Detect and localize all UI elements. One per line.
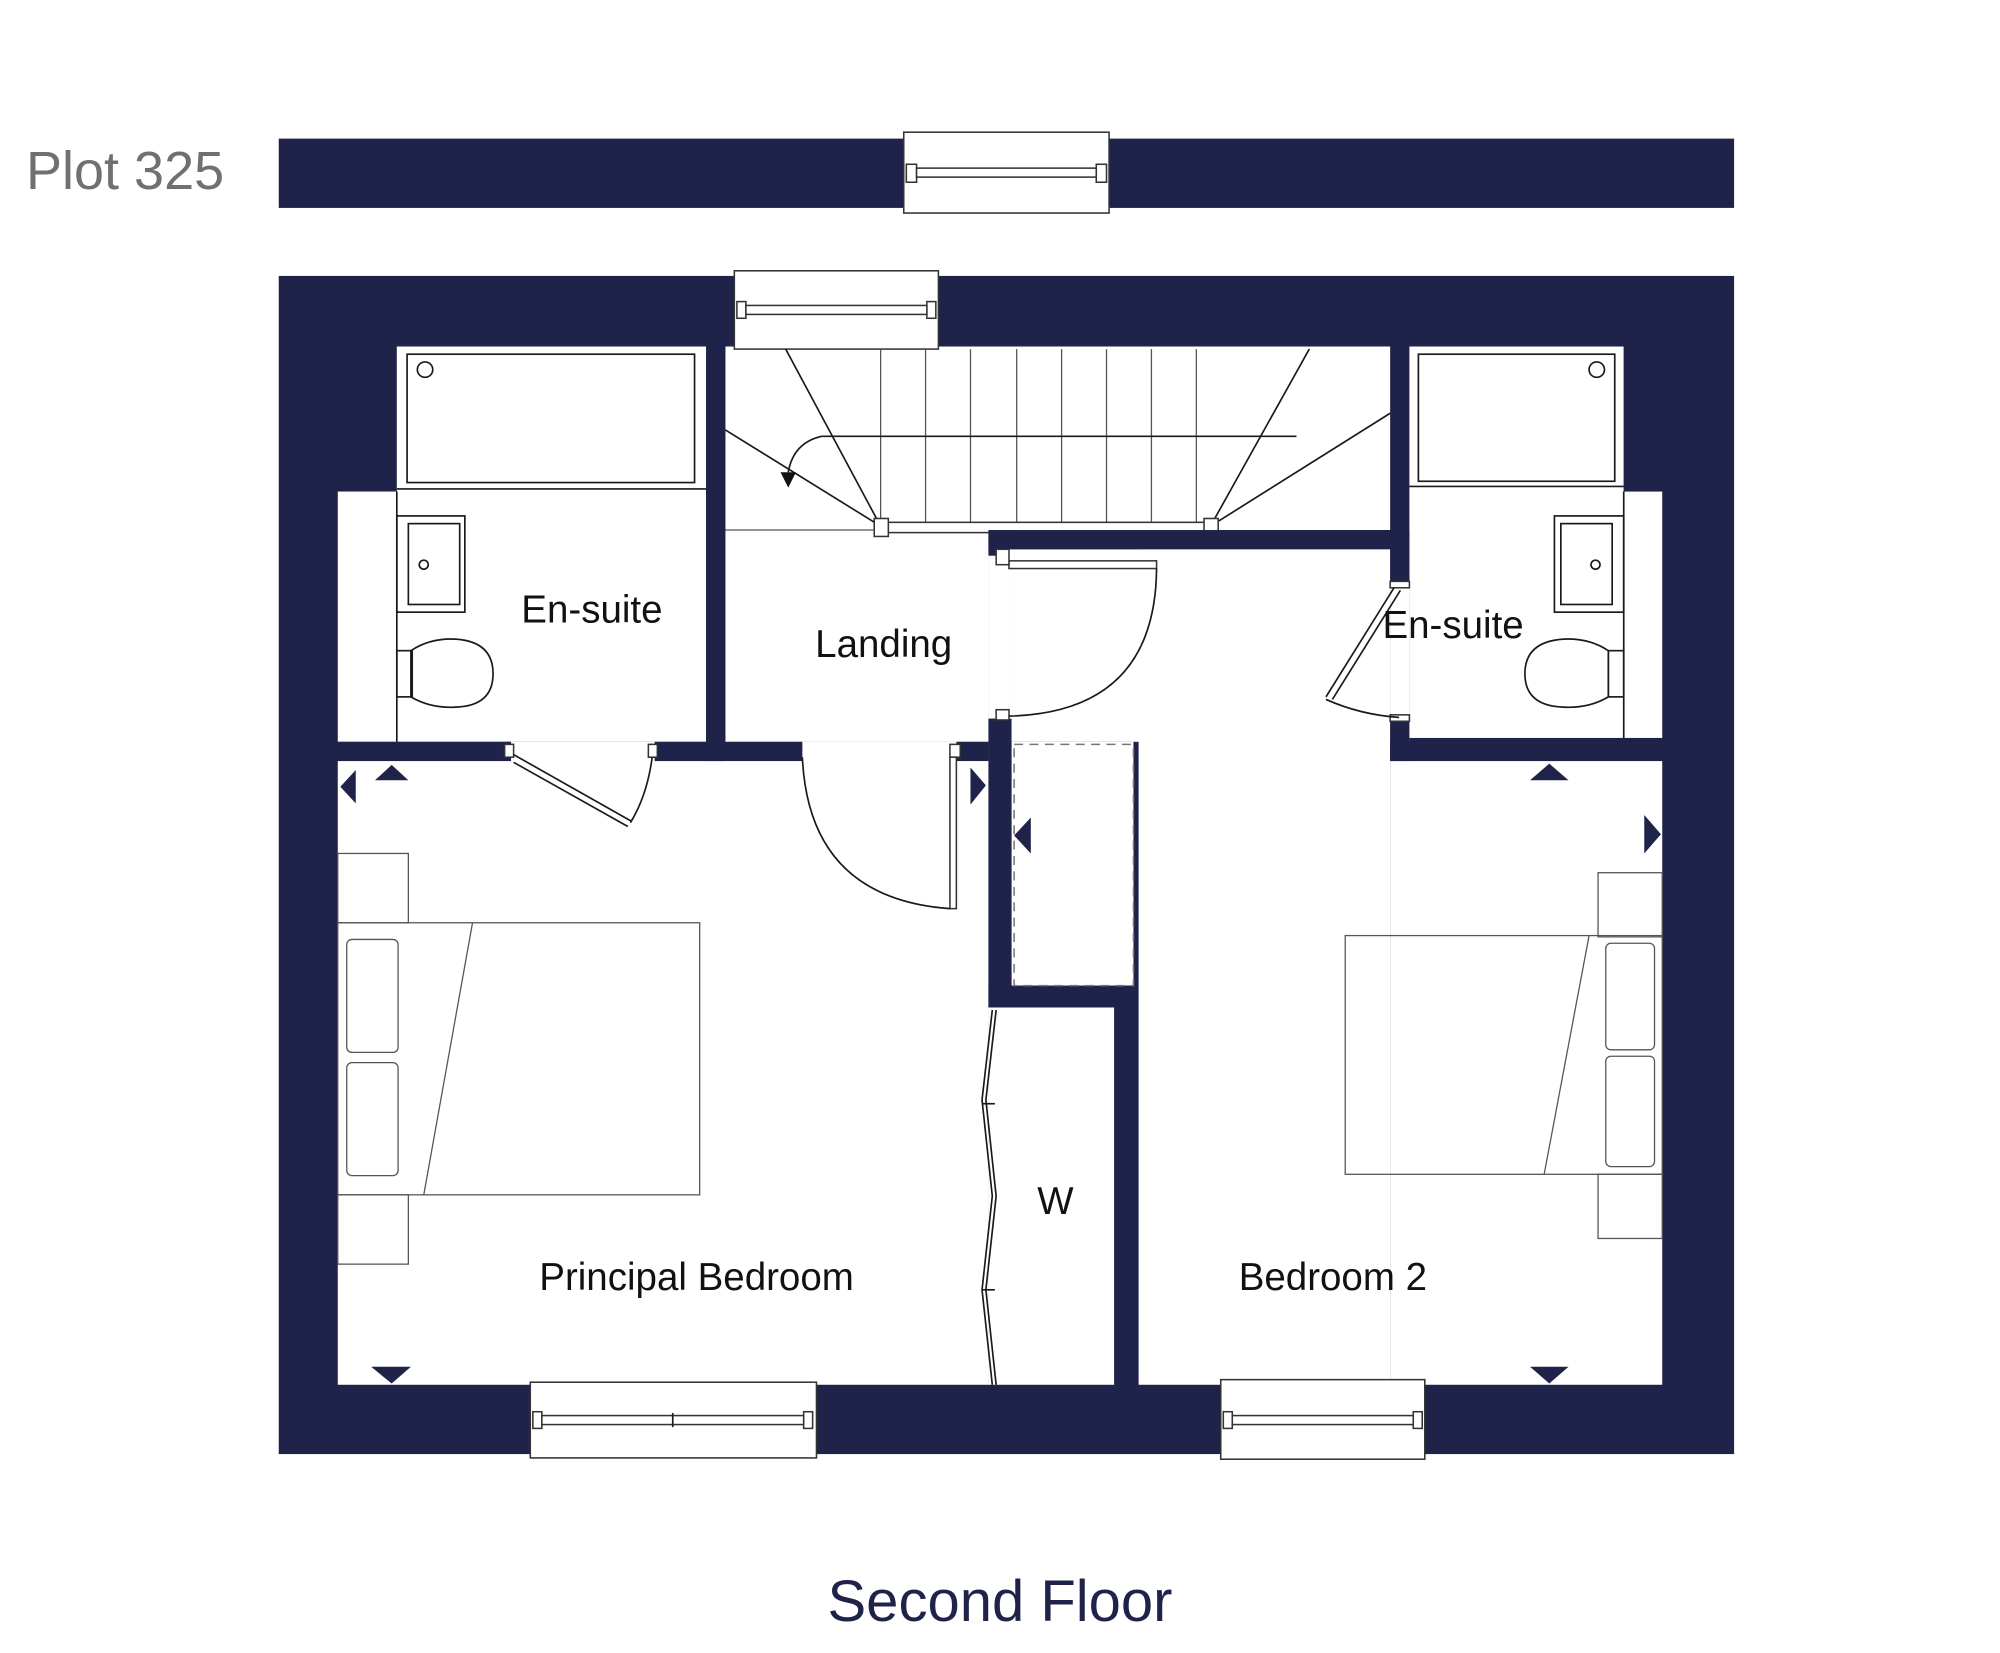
room-label-principal-bedroom: Principal Bedroom [539,1256,854,1299]
room-label-wardrobe: W [1037,1180,1074,1223]
bath-left-icon [396,353,707,490]
basin-left-icon [395,491,466,742]
floor-label: Second Floor [827,1569,1173,1634]
room-label-ensuite-right: En-suite [1382,604,1523,647]
shower-right-icon [1409,353,1624,488]
toilet-left-icon [395,638,494,709]
bed-bedroom-2-icon [1344,872,1663,1240]
window-top-icon [733,270,940,350]
roof-window-icon [902,131,1110,214]
wardrobe-doors-icon [981,1009,997,1385]
door-bedroom-2-icon [995,548,1158,721]
toilet-right-icon [1524,638,1625,709]
plot-label: Plot 325 [26,141,225,201]
door-landing-icon [801,743,961,910]
window-principal-bedroom-icon [529,1381,818,1459]
window-bedroom-2-icon [1219,1378,1426,1460]
bed-principal-icon [337,852,701,1265]
room-label-bedroom-2: Bedroom 2 [1239,1256,1427,1299]
dimension-markers [340,763,1661,1384]
door-right-ensuite-icon [1325,580,1411,723]
linen-cupboard-outline [1013,743,1135,987]
door-left-ensuite-icon [503,743,659,828]
room-label-landing: Landing [815,623,952,666]
room-label-ensuite-left: En-suite [521,588,662,631]
